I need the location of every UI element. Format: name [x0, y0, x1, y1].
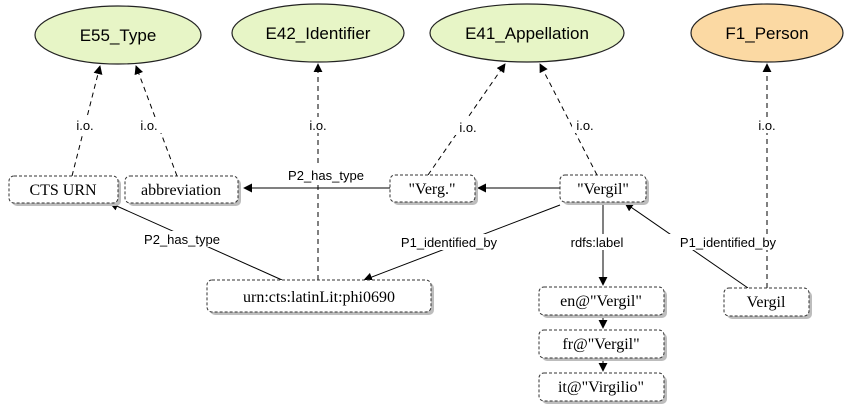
class-node-e55-type: E55_Type — [34, 5, 202, 65]
class-label-e55: E55_Type — [80, 26, 157, 45]
class-label-e41: E41_Appellation — [465, 24, 589, 43]
literal-box-en: en@"Vergil" — [538, 286, 667, 318]
literal-text-urn: urn:cts:latinLit:phi0690 — [243, 289, 395, 306]
literal-text-it: it@"Virgilio" — [558, 379, 644, 396]
literal-box-cts-urn: CTS URN — [8, 175, 121, 206]
class-node-f1-person: F1_Person — [690, 3, 844, 63]
class-label-f1: F1_Person — [725, 24, 808, 43]
literal-text-abbreviation: abbreviation — [141, 182, 221, 199]
literal-box-vergil: Vergil — [723, 287, 812, 319]
io-label-person: i.o. — [758, 118, 775, 133]
literal-box-urn: urn:cts:latinLit:phi0690 — [206, 279, 434, 315]
io-label-vergil: i.o. — [576, 118, 593, 133]
class-node-e42-identifier: E42_Identifier — [231, 3, 405, 63]
p1-label-left: P1_identified_by — [401, 235, 498, 250]
p1-label-right: P1_identified_by — [680, 235, 777, 250]
literal-box-verg: "Verg." — [389, 174, 478, 205]
literal-text-en: en@"Vergil" — [560, 293, 642, 310]
literal-text-verg: "Verg." — [409, 181, 456, 198]
io-label-verg: i.o. — [459, 120, 476, 135]
literal-box-abbreviation: abbreviation — [124, 175, 241, 206]
io-label-ctsurn: i.o. — [76, 118, 93, 133]
rdfs-label-text: rdfs:label — [571, 235, 624, 250]
io-label-urn: i.o. — [309, 118, 326, 133]
io-label-abbreviation: i.o. — [140, 118, 157, 133]
literal-text-cts-urn: CTS URN — [29, 182, 97, 199]
literal-text-vergil: Vergil — [747, 294, 786, 311]
literal-box-fr: fr@"Vergil" — [538, 329, 667, 361]
p2-label-bottom: P2_has_type — [144, 232, 220, 247]
literal-text-vergil-quoted: "Vergil" — [577, 181, 629, 198]
literal-text-fr: fr@"Vergil" — [562, 336, 639, 353]
literal-box-it: it@"Virgilio" — [538, 372, 667, 404]
class-label-e42: E42_Identifier — [266, 24, 371, 43]
p2-label-top: P2_has_type — [288, 168, 364, 183]
literal-box-vergil-quoted: "Vergil" — [559, 174, 649, 205]
class-node-e41-appellation: E41_Appellation — [429, 3, 625, 63]
io-edge-vergil-e41 — [539, 63, 598, 176]
